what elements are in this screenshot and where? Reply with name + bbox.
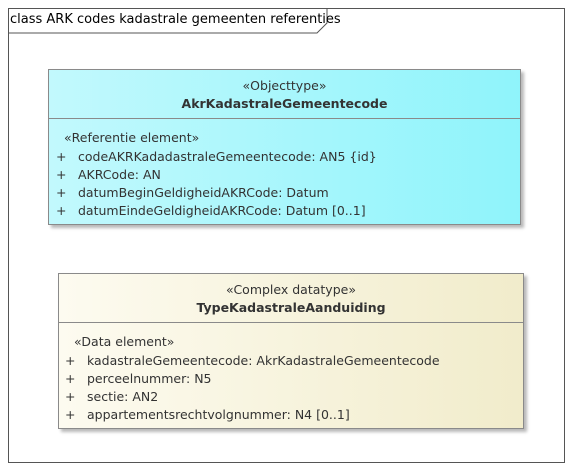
attribute-text: codeAKRKadadastraleGemeentecode: AN5 {id… [78, 149, 377, 164]
visibility-marker: + [56, 203, 67, 218]
class-header: «Complex datatype» TypeKadastraleAanduid… [59, 274, 523, 323]
visibility-marker: + [56, 167, 67, 182]
class-box-akr-kadastrale-gemeentecode[interactable]: «Objecttype» AkrKadastraleGemeentecode «… [48, 69, 521, 225]
attribute-compartment: «Referentie element» + codeAKRKadadastra… [49, 119, 520, 224]
class-name: TypeKadastraleAanduiding [196, 300, 386, 315]
attribute-text: perceelnummer: N5 [87, 371, 212, 386]
diagram-title: class ARK codes kadastrale gemeenten ref… [10, 12, 341, 27]
attribute-text: sectie: AN2 [87, 389, 159, 404]
attribute-text: kadastraleGemeentecode: AkrKadastraleGem… [87, 353, 440, 368]
visibility-marker: + [65, 353, 76, 368]
visibility-marker: + [56, 149, 67, 164]
class-stereotype: «Objecttype» [242, 78, 327, 93]
diagram-frame-tab [8, 8, 328, 34]
attribute-section-title: «Referentie element» [64, 130, 200, 145]
frame-tab-outline [8, 8, 328, 34]
class-stereotype: «Complex datatype» [226, 282, 356, 297]
attribute-section-title: «Data element» [74, 334, 175, 349]
attribute-text: datumBeginGeldigheidAKRCode: Datum [78, 185, 329, 200]
visibility-marker: + [65, 371, 76, 386]
visibility-marker: + [65, 407, 76, 422]
class-name: AkrKadastraleGemeentecode [181, 96, 388, 111]
visibility-marker: + [65, 389, 76, 404]
visibility-marker: + [56, 185, 67, 200]
attribute-text: appartementsrechtvolgnummer: N4 [0..1] [87, 407, 350, 422]
attribute-compartment: «Data element» + kadastraleGemeentecode:… [59, 323, 523, 428]
attribute-text: datumEindeGeldigheidAKRCode: Datum [0..1… [78, 203, 366, 218]
class-box-type-kadastrale-aanduiding[interactable]: «Complex datatype» TypeKadastraleAanduid… [58, 273, 524, 429]
class-header: «Objecttype» AkrKadastraleGemeentecode [49, 70, 520, 119]
attribute-text: AKRCode: AN [78, 167, 161, 182]
